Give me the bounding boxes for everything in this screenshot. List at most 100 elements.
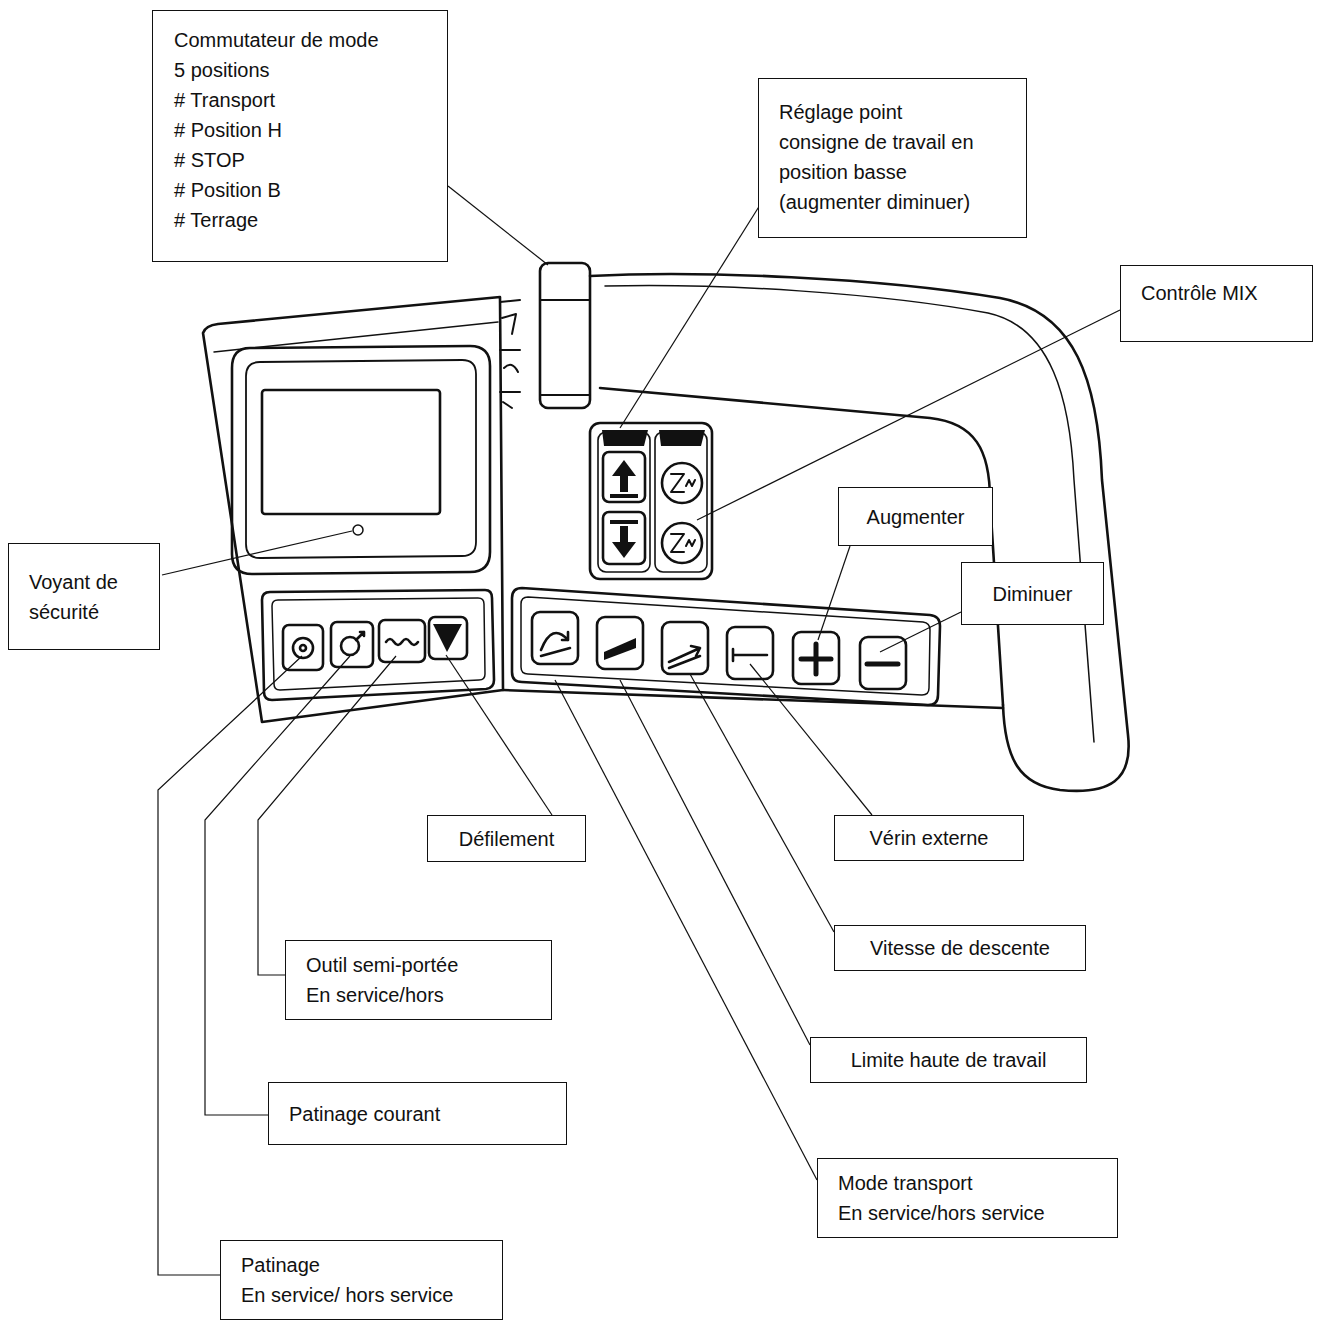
button	[603, 452, 645, 502]
leader-line	[880, 612, 961, 652]
safety-light	[353, 525, 363, 535]
slip-icon	[293, 638, 313, 658]
leader-line	[620, 205, 760, 428]
button	[662, 523, 702, 563]
handle-outer	[590, 274, 1129, 791]
lower-arrow-icon	[610, 520, 638, 558]
leader-line	[448, 186, 548, 265]
callout-box: Augmenter	[838, 487, 993, 546]
callout-text: # Terrage	[174, 205, 258, 235]
callout-box: Défilement	[427, 815, 586, 862]
knob-scale-marks	[500, 300, 520, 408]
callout-text: Patinage	[241, 1250, 320, 1280]
button-icons	[433, 430, 705, 660]
descent-speed-icon	[669, 646, 700, 668]
callout-text: Commutateur de mode 5 positions	[174, 25, 386, 85]
button	[331, 622, 373, 667]
left-panel	[203, 297, 503, 722]
cluster-tab	[602, 430, 648, 446]
leader-line	[620, 680, 810, 1045]
device-outline	[203, 263, 1129, 791]
button	[597, 617, 643, 669]
external-ram-icon	[733, 649, 767, 661]
callout-box: Voyant de sécurité	[8, 543, 160, 650]
callout-text: En service/ hors service	[241, 1280, 453, 1310]
leader-line	[162, 531, 352, 575]
mode-knob	[540, 263, 590, 408]
button	[727, 627, 773, 679]
cluster-column	[598, 432, 650, 572]
button	[283, 625, 323, 670]
leader-line	[205, 656, 350, 1115]
callout-text: Vitesse de descente	[870, 933, 1050, 963]
cluster-tab	[659, 430, 705, 446]
leader-line	[158, 656, 302, 1275]
leader-line	[750, 664, 872, 815]
screen-frame-inner	[246, 360, 476, 558]
callout-text: En service/hors	[306, 980, 444, 1010]
callout-text: # STOP	[174, 145, 245, 175]
screen-frame-outer	[232, 346, 490, 574]
leader-line	[690, 674, 834, 932]
down-triangle-icon	[433, 624, 462, 652]
callout-text: Vérin externe	[870, 823, 989, 853]
leader-line	[555, 680, 817, 1180]
leader-line	[818, 546, 850, 640]
button	[603, 512, 645, 564]
raise-arrow-icon	[610, 460, 638, 498]
callout-box: Réglage point consigne de travail en pos…	[758, 78, 1027, 238]
callout-box: Diminuer	[961, 562, 1104, 625]
display-screen	[262, 390, 440, 514]
callout-box: Commutateur de mode 5 positions# Transpo…	[152, 10, 448, 262]
button	[379, 620, 425, 662]
callout-text: Diminuer	[992, 579, 1072, 609]
semi-mounted-icon	[386, 639, 418, 645]
button	[532, 612, 578, 664]
leader-line	[446, 655, 552, 815]
button	[793, 632, 839, 684]
plus-icon	[801, 644, 831, 674]
callout-box: Contrôle MIX	[1120, 265, 1313, 342]
callout-text: Augmenter	[867, 502, 965, 532]
slanted-bar-icon	[604, 638, 636, 660]
minus-icon	[867, 662, 898, 667]
callout-text: # Position H	[174, 115, 282, 145]
callout-text: Réglage point consigne de travail en pos…	[779, 97, 981, 217]
mix-icon	[671, 474, 695, 492]
callout-box: Limite haute de travail	[810, 1037, 1087, 1083]
current-slip-icon	[356, 632, 364, 640]
callout-box: Mode transportEn service/hors service	[817, 1158, 1118, 1238]
leader-lines	[158, 186, 1120, 1275]
mix-icon	[671, 534, 695, 552]
callout-text: Voyant de sécurité	[29, 567, 137, 627]
callout-box: Vérin externe	[834, 815, 1024, 861]
callout-text: Patinage courant	[289, 1099, 440, 1129]
callout-text: # Position B	[174, 175, 281, 205]
button	[662, 622, 708, 674]
callout-text: Outil semi-portée	[306, 950, 458, 980]
callout-text: # Transport	[174, 85, 275, 115]
mode-knob-lines	[540, 300, 590, 395]
button	[860, 637, 906, 689]
right-button-bar	[512, 588, 940, 705]
callout-text: En service/hors service	[838, 1198, 1045, 1228]
button-icon-strokes	[293, 474, 898, 674]
slip-icon	[300, 645, 306, 651]
callout-text: Défilement	[459, 824, 555, 854]
callout-box: Outil semi-portéeEn service/hors	[285, 940, 552, 1020]
callout-box: Patinage courant	[268, 1082, 567, 1145]
right-button-bar-inner	[521, 597, 930, 695]
button	[429, 617, 467, 659]
left-button-bar	[262, 590, 494, 700]
callout-text: Limite haute de travail	[851, 1045, 1047, 1075]
callout-text: Mode transport	[838, 1168, 973, 1198]
callout-box: PatinageEn service/ hors service	[220, 1240, 503, 1320]
upper-button-cluster	[590, 423, 712, 579]
leader-line	[258, 656, 396, 975]
callout-text: Contrôle MIX	[1141, 278, 1258, 308]
transport-icon	[541, 632, 570, 656]
cluster-column	[655, 432, 707, 572]
callout-box: Vitesse de descente	[834, 925, 1086, 971]
handle-grip-line	[605, 285, 1094, 742]
